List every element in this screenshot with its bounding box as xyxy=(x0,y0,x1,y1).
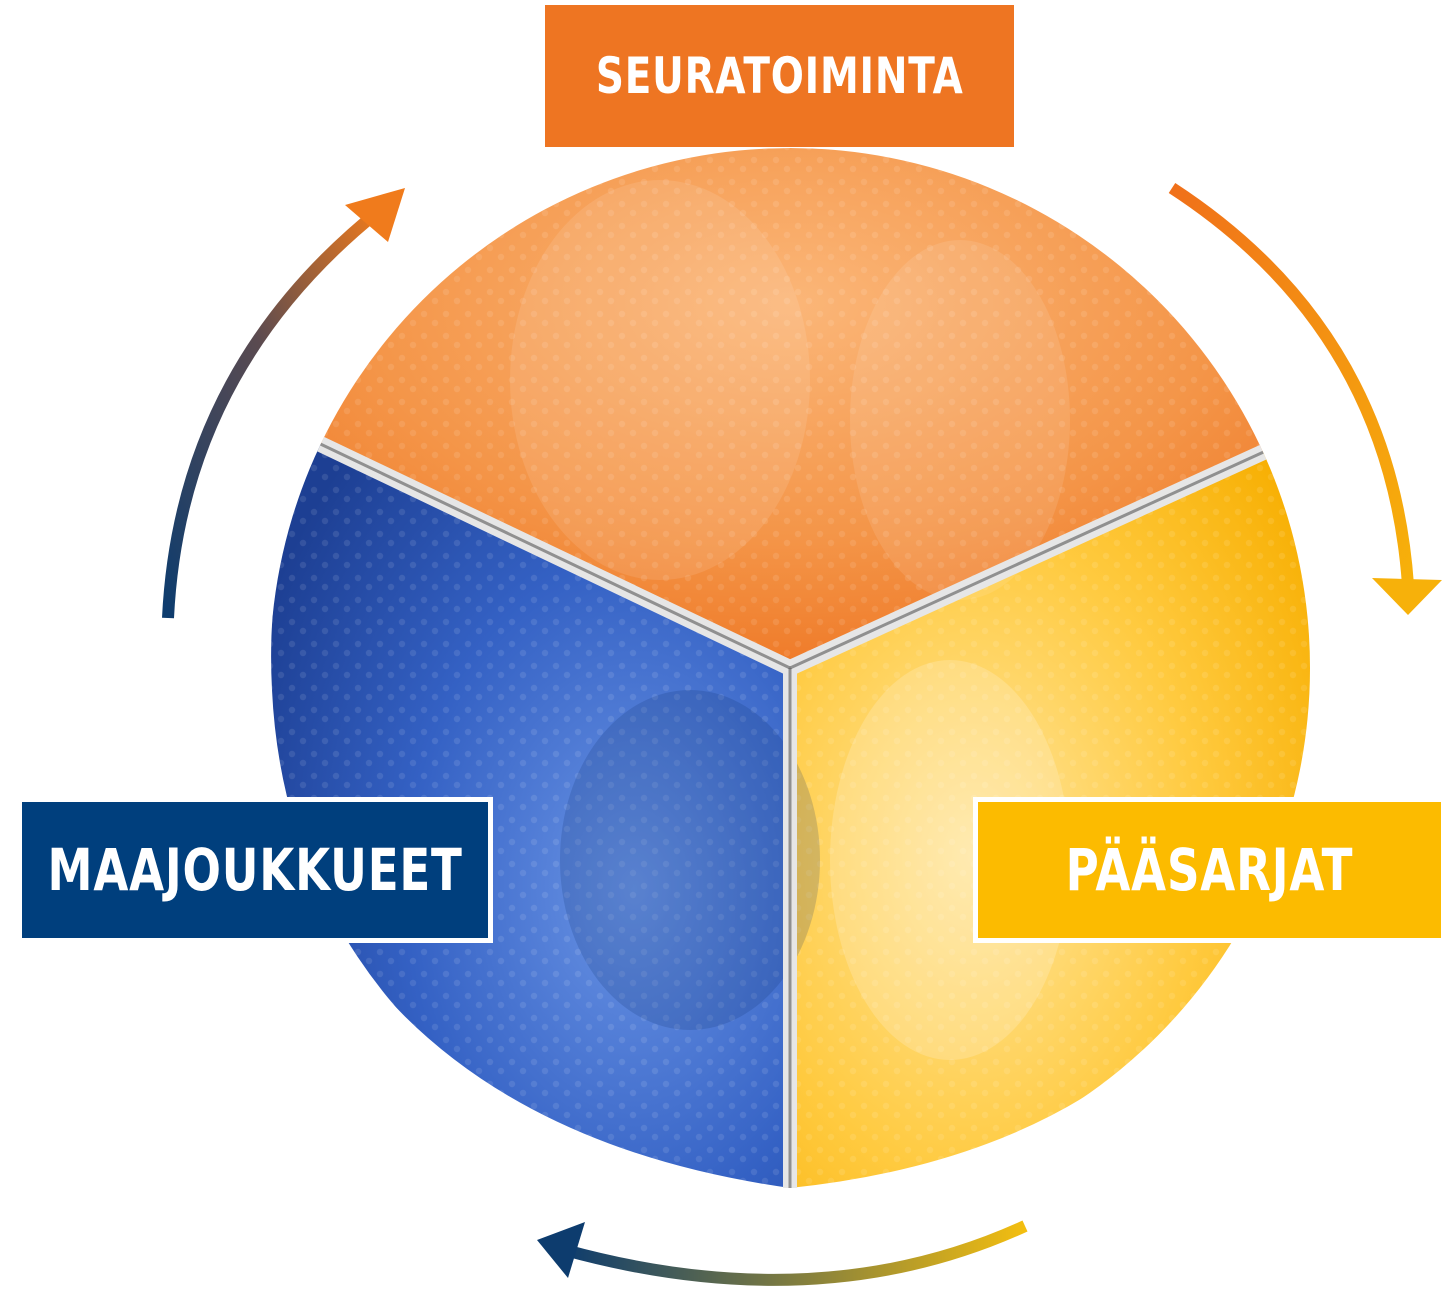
curved-arrow-icon xyxy=(1168,182,1442,615)
maajoukkueet-label-box: MAAJOUKKUEET xyxy=(17,797,493,943)
seuratoiminta-label-box: SEURATOIMINTA xyxy=(545,5,1014,147)
basketball-circle xyxy=(270,148,1310,1188)
paasarjat-label-box: PÄÄSARJAT xyxy=(973,797,1446,943)
curved-arrow-icon xyxy=(537,1220,1028,1286)
paasarjat-label: PÄÄSARJAT xyxy=(1065,836,1354,904)
maajoukkueet-label: MAAJOUKKUEET xyxy=(47,836,463,904)
curved-arrow-icon xyxy=(162,188,405,619)
seuratoiminta-label: SEURATOIMINTA xyxy=(595,47,964,105)
